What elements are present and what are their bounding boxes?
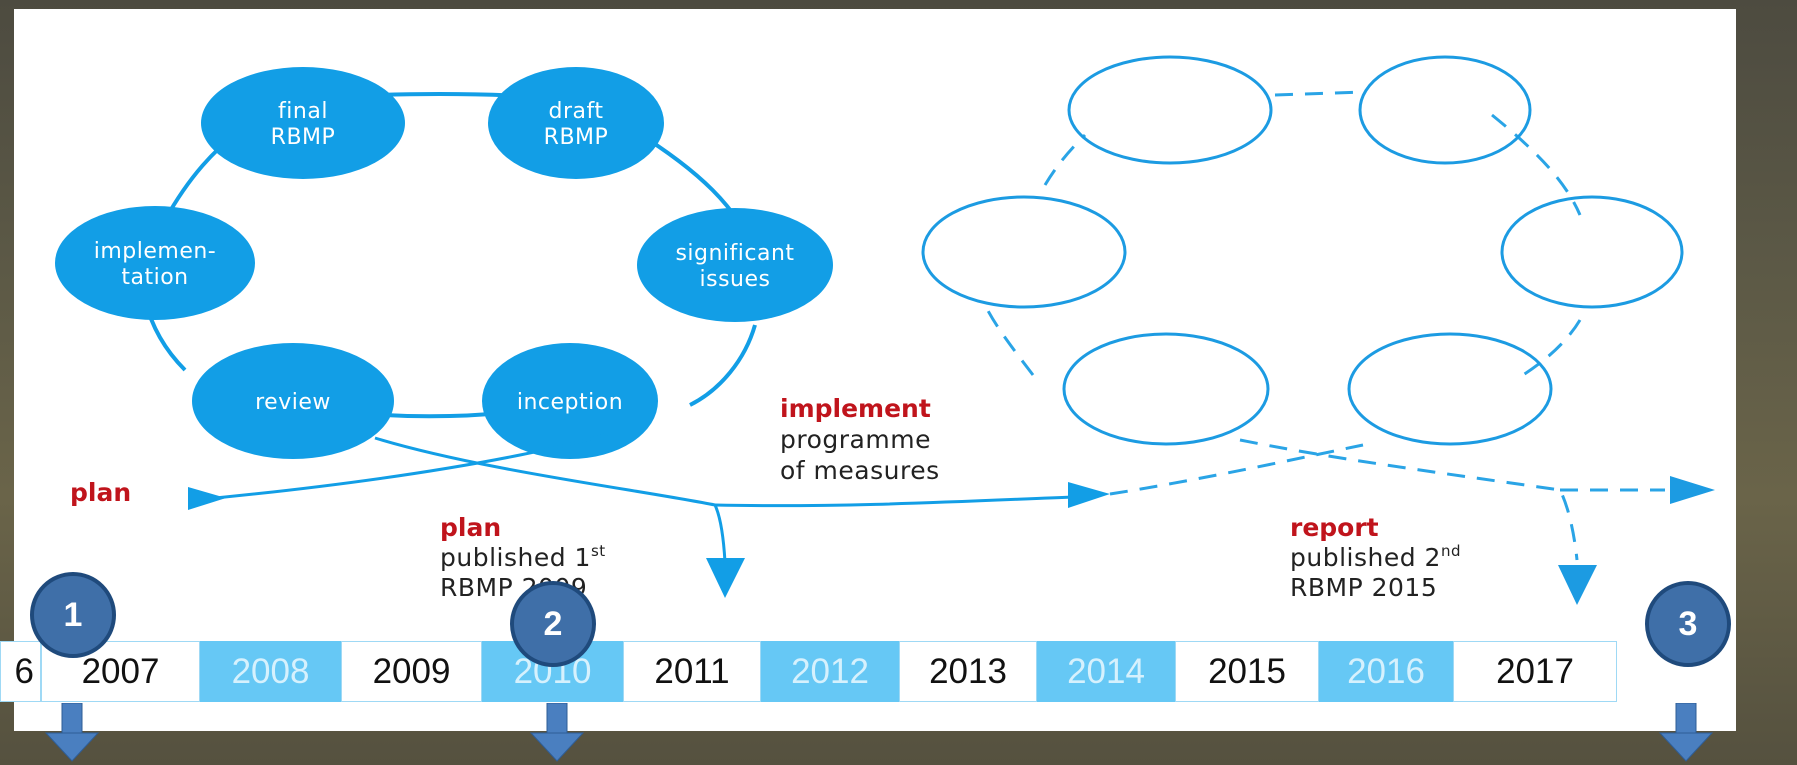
node-label-line: significant bbox=[675, 241, 794, 266]
year-cell: 2015 bbox=[1175, 641, 1319, 702]
output-arrowhead bbox=[1670, 476, 1715, 504]
milestone-marker-3: 3 bbox=[1645, 581, 1731, 667]
implement-caption-line1: programme bbox=[780, 425, 931, 454]
node-label-line: implemen- bbox=[94, 239, 217, 264]
node-draft-rbmp bbox=[488, 67, 664, 179]
node-label-line: draft bbox=[549, 99, 604, 124]
node-label-line: RBMP bbox=[544, 125, 609, 150]
year-cell: 2013 bbox=[899, 641, 1037, 702]
node-significant-issues bbox=[637, 208, 833, 322]
report-published-sup: nd bbox=[1441, 542, 1461, 560]
plan-published-caption-line1: published 1st bbox=[440, 542, 606, 572]
plan-input-flow bbox=[194, 431, 611, 502]
node-label-line: inception bbox=[517, 390, 623, 415]
report-caption-line1: published 2nd bbox=[1290, 542, 1461, 572]
empty-node-top-right bbox=[1358, 55, 1532, 165]
node-review bbox=[192, 343, 394, 459]
report-caption-line2: RBMP 2015 bbox=[1290, 573, 1437, 602]
label-implementation: implemen-tation bbox=[94, 239, 217, 290]
implement-arrowhead bbox=[1068, 482, 1110, 508]
node-label-line: RBMP bbox=[271, 125, 336, 150]
node-implementation bbox=[55, 206, 255, 320]
label-inception: inception bbox=[517, 390, 623, 415]
node-final-rbmp bbox=[201, 67, 405, 179]
node-label-line: issues bbox=[700, 267, 771, 292]
year-cell: 2014 bbox=[1037, 641, 1175, 702]
plan-published-caption-title: plan bbox=[440, 513, 501, 542]
second-cycle-ring bbox=[983, 90, 1582, 382]
report-published-text: published 2 bbox=[1290, 543, 1441, 572]
cycle-ring bbox=[143, 92, 757, 419]
empty-node-top-left bbox=[1067, 55, 1273, 165]
milestone-marker-2: 2 bbox=[510, 581, 596, 667]
review-to-plan-flow bbox=[374, 436, 727, 563]
plan-input-caption: plan bbox=[70, 478, 131, 507]
implement-caption-title: implement bbox=[780, 394, 931, 423]
empty-node-bottom-right bbox=[1347, 332, 1553, 446]
empty-node-bottom-left bbox=[1062, 332, 1270, 446]
milestone-1-down-arrow bbox=[44, 703, 100, 762]
second-cycle bbox=[921, 55, 1684, 446]
plan-published-sup: st bbox=[591, 542, 606, 560]
second-cycle-report-flow bbox=[1239, 438, 1579, 561]
report-caption-title: report bbox=[1290, 513, 1379, 542]
plan-published-text: published 1 bbox=[440, 543, 591, 572]
empty-node-mid-left bbox=[921, 195, 1127, 309]
year-cell: 2011 bbox=[623, 641, 761, 702]
first-cycle bbox=[55, 67, 833, 459]
report-arrowhead bbox=[1558, 565, 1597, 605]
year-cell: 2008 bbox=[200, 641, 341, 702]
milestone-2-down-arrow bbox=[529, 703, 585, 762]
node-label-line: final bbox=[278, 99, 328, 124]
year-cell: 2009 bbox=[341, 641, 482, 702]
node-inception bbox=[482, 343, 658, 459]
milestone-marker-1: 1 bbox=[30, 572, 116, 658]
plan-publish-arrowhead bbox=[706, 558, 745, 598]
implement-flow bbox=[714, 495, 1076, 508]
empty-node-mid-right bbox=[1500, 195, 1684, 309]
node-label-line: tation bbox=[121, 265, 188, 290]
flow-lines bbox=[188, 431, 1715, 605]
year-cell: 2016 bbox=[1319, 641, 1453, 702]
node-label-line: review bbox=[255, 390, 331, 415]
milestone-3-down-arrow bbox=[1658, 703, 1714, 762]
year-cell: 2012 bbox=[761, 641, 899, 702]
label-review: review bbox=[255, 390, 331, 415]
year-cell: 6 bbox=[0, 641, 41, 702]
captions: plan implement programme of measures pla… bbox=[70, 394, 1461, 602]
plan-input-arrowhead bbox=[188, 487, 226, 510]
year-cell: 2017 bbox=[1453, 641, 1617, 702]
implement-caption-line2: of measures bbox=[780, 456, 940, 485]
second-cycle-cross-flow bbox=[1109, 443, 1364, 496]
